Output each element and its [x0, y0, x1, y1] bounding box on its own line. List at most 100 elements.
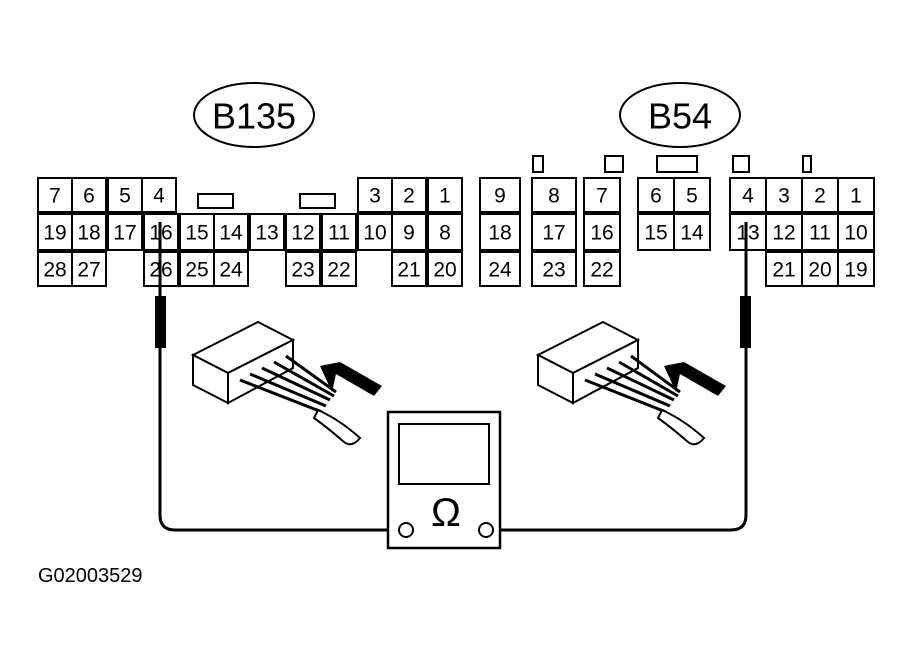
pin-number: 10	[844, 222, 867, 245]
pin-cell	[249, 213, 285, 251]
pin-cell	[213, 251, 249, 287]
arrow-right	[664, 362, 726, 396]
arrow-left	[320, 362, 382, 396]
pin-number: 12	[772, 222, 795, 245]
pin-number: 22	[327, 259, 350, 282]
pin-cell	[141, 177, 177, 213]
meter-terminal-right	[478, 522, 494, 538]
pin-number: 11	[809, 222, 831, 245]
pin-number: 8	[439, 222, 451, 245]
pin-cell	[427, 251, 463, 287]
pin-number: 5	[686, 185, 698, 208]
pin-cell	[179, 251, 215, 287]
pin-cell	[357, 213, 393, 251]
pin-number: 7	[49, 185, 61, 208]
connector-left-name: B135	[212, 96, 296, 137]
ohm-symbol: Ω	[431, 491, 461, 535]
pin-cell	[285, 251, 321, 287]
pin-number: 5	[119, 185, 131, 208]
pin-number: 2	[814, 185, 826, 208]
pin-cell	[531, 251, 577, 287]
pin-cell	[801, 177, 839, 213]
pin-number: 22	[590, 259, 613, 282]
harness-connector-left	[190, 320, 362, 446]
figure-id: G02003529	[38, 565, 143, 587]
pin-number: 13	[255, 222, 278, 245]
meter-display	[398, 423, 490, 485]
pin-cell	[479, 177, 521, 213]
pin-number: 23	[291, 259, 314, 282]
pin-number: 23	[542, 259, 565, 282]
pin-number: 14	[680, 222, 704, 245]
harness-connector-right	[535, 320, 706, 446]
probe-wire-right	[497, 222, 748, 532]
pin-cell	[285, 213, 321, 251]
ohmmeter: Ω	[386, 410, 502, 550]
connector-right-name: B54	[648, 96, 712, 137]
pin-number: 13	[736, 222, 759, 245]
pin-cell	[531, 177, 577, 213]
pin-cell	[391, 251, 427, 287]
pin-number: 10	[363, 222, 386, 245]
pin-number: 17	[113, 222, 136, 245]
pin-cell	[673, 213, 711, 251]
pin-number: 18	[488, 222, 511, 245]
pin-number: 11	[328, 222, 350, 245]
pin-cell	[37, 177, 73, 213]
pin-cell	[391, 177, 427, 213]
pin-number: 25	[185, 259, 208, 282]
pin-cell	[765, 177, 803, 213]
pin-cell	[801, 213, 839, 251]
pin-number: 4	[153, 185, 165, 208]
pin-number: 15	[185, 222, 208, 245]
pin-cell	[765, 213, 803, 251]
pin-number: 1	[850, 185, 862, 208]
pin-number: 12	[291, 222, 314, 245]
pin-cell	[837, 251, 875, 287]
pin-cell	[213, 213, 249, 251]
pin-number: 27	[77, 259, 100, 282]
pin-cell	[427, 177, 463, 213]
probe-left	[155, 296, 166, 348]
pin-number: 28	[43, 259, 66, 282]
pin-cell	[479, 213, 521, 251]
pin-number: 15	[644, 222, 667, 245]
pin-cell	[321, 213, 357, 251]
pin-number: 1	[439, 185, 451, 208]
pin-number: 8	[548, 185, 560, 208]
pin-cell	[837, 213, 875, 251]
connector-left-label: B135	[193, 82, 315, 148]
pin-cell	[583, 213, 621, 251]
pin-cell	[391, 213, 427, 251]
pin-number: 6	[83, 185, 95, 208]
pin-number: 20	[808, 259, 831, 282]
pin-number: 14	[219, 222, 243, 245]
pin-number: 19	[844, 259, 867, 282]
pin-number: 4	[742, 185, 754, 208]
pin-number: 24	[219, 259, 243, 282]
pin-number: 21	[397, 259, 420, 282]
pin-cell	[71, 177, 107, 213]
pin-cell	[583, 177, 621, 213]
pin-cell	[531, 213, 577, 251]
pin-number: 21	[772, 259, 795, 282]
connector-tabs	[197, 155, 812, 209]
connector-right-label: B54	[619, 82, 741, 148]
pin-number: 17	[542, 222, 565, 245]
pin-number: 7	[596, 185, 608, 208]
pin-number: 3	[369, 185, 381, 208]
pin-number: 16	[590, 222, 613, 245]
probe-wire-left	[158, 222, 390, 532]
pin-number: 18	[77, 222, 100, 245]
pin-number: 3	[778, 185, 790, 208]
pin-cell	[71, 213, 107, 251]
pin-number: 2	[403, 185, 415, 208]
pin-number: 9	[403, 222, 415, 245]
meter-terminal-left	[398, 522, 414, 538]
pin-number: 20	[433, 259, 456, 282]
pin-number: 19	[43, 222, 66, 245]
pin-cell	[673, 177, 711, 213]
